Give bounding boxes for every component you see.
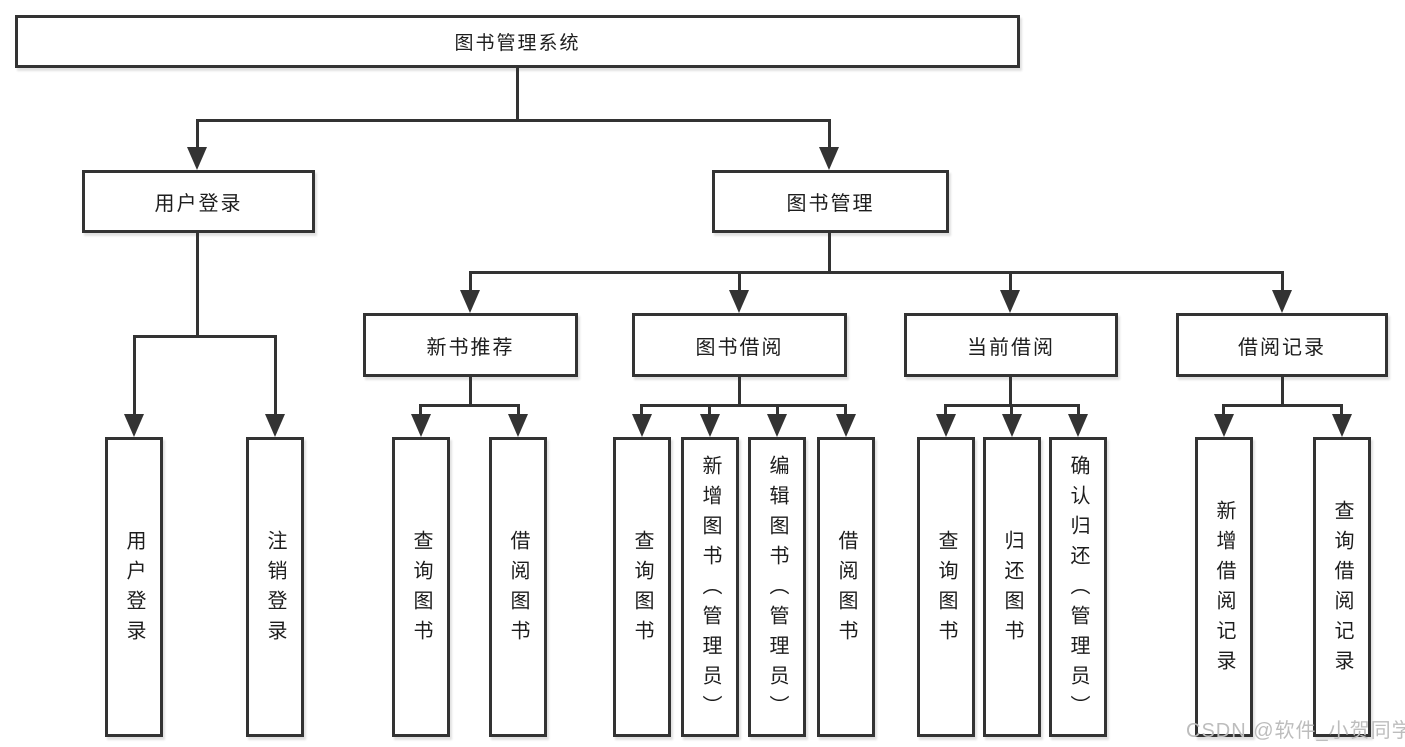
line-segment — [469, 377, 472, 406]
node-borrow-records: 借阅记录 — [1176, 313, 1388, 377]
node-user-login: 用户登录 — [82, 170, 315, 233]
leaf-user-login-label: 用户登录 — [123, 530, 145, 650]
line-segment — [828, 119, 831, 150]
arrowhead-down-icon — [1000, 290, 1020, 313]
line-segment — [640, 404, 847, 407]
arrowhead-down-icon — [1068, 414, 1088, 437]
line-segment — [1222, 404, 1225, 416]
leaf-borrow-books-2-label: 借阅图书 — [835, 530, 857, 650]
leaf-query-books-1-label: 查询图书 — [410, 530, 432, 650]
node-book-borrow-label: 图书借阅 — [695, 336, 784, 359]
line-segment — [844, 404, 847, 416]
line-segment — [419, 404, 520, 407]
leaf-confirm-return-admin: 确认归还（管理员） — [1049, 437, 1107, 737]
leaf-return-book: 归还图书 — [983, 437, 1041, 737]
arrowhead-down-icon — [836, 414, 856, 437]
leaf-add-borrow-record-label: 新增借阅记录 — [1213, 500, 1235, 680]
leaf-query-borrow-record-label: 查询借阅记录 — [1331, 500, 1353, 680]
leaf-edit-book-admin: 编辑图书（管理员） — [748, 437, 806, 737]
line-segment — [133, 335, 277, 338]
leaf-logout-label: 注销登录 — [264, 530, 286, 650]
line-segment — [738, 271, 741, 292]
arrowhead-down-icon — [124, 414, 144, 437]
arrowhead-down-icon — [411, 414, 431, 437]
line-segment — [516, 67, 519, 121]
line-segment — [738, 377, 741, 406]
node-book-borrow: 图书借阅 — [632, 313, 847, 377]
arrowhead-down-icon — [508, 414, 528, 437]
arrowhead-down-icon — [460, 290, 480, 313]
arrowhead-down-icon — [265, 414, 285, 437]
arrowhead-down-icon — [729, 290, 749, 313]
leaf-query-books-2: 查询图书 — [613, 437, 671, 737]
node-current-borrow: 当前借阅 — [904, 313, 1118, 377]
csdn-watermark: CSDN @软件_小贺同学 — [1186, 720, 1405, 742]
line-segment — [274, 335, 277, 416]
node-borrow-records-label: 借阅记录 — [1238, 336, 1326, 359]
line-segment — [1222, 404, 1343, 407]
leaf-query-borrow-record: 查询借阅记录 — [1313, 437, 1371, 737]
leaf-borrow-books-2: 借阅图书 — [817, 437, 875, 737]
node-current-borrow-label: 当前借阅 — [967, 336, 1055, 359]
line-segment — [776, 404, 779, 416]
leaf-borrow-books-1: 借阅图书 — [489, 437, 547, 737]
line-segment — [1010, 404, 1013, 416]
line-segment — [196, 119, 831, 122]
node-root: 图书管理系统 — [15, 15, 1020, 68]
arrowhead-down-icon — [767, 414, 787, 437]
line-segment — [469, 271, 472, 292]
line-segment — [944, 404, 947, 416]
line-segment — [469, 271, 1284, 274]
leaf-borrow-books-1-label: 借阅图书 — [507, 530, 529, 650]
line-segment — [1340, 404, 1343, 416]
line-segment — [1077, 404, 1080, 416]
line-segment — [640, 404, 643, 416]
leaf-user-login: 用户登录 — [105, 437, 163, 737]
leaf-query-books-1: 查询图书 — [392, 437, 450, 737]
arrowhead-down-icon — [700, 414, 720, 437]
leaf-query-books-2-label: 查询图书 — [631, 530, 653, 650]
line-segment — [419, 404, 422, 416]
arrowhead-down-icon — [1002, 414, 1022, 437]
arrowhead-down-icon — [1272, 290, 1292, 313]
node-new-book-recommend: 新书推荐 — [363, 313, 578, 377]
line-segment — [517, 404, 520, 416]
leaf-logout: 注销登录 — [246, 437, 304, 737]
node-book-management: 图书管理 — [712, 170, 949, 233]
line-segment — [828, 232, 831, 273]
line-segment — [196, 119, 199, 150]
leaf-query-books-3: 查询图书 — [917, 437, 975, 737]
line-segment — [1281, 377, 1284, 406]
arrowhead-down-icon — [936, 414, 956, 437]
line-segment — [1009, 271, 1012, 292]
leaf-return-book-label: 归还图书 — [1001, 530, 1023, 650]
arrowhead-down-icon — [187, 147, 207, 170]
line-segment — [196, 232, 199, 337]
arrowhead-down-icon — [1332, 414, 1352, 437]
leaf-confirm-return-admin-label: 确认归还（管理员） — [1067, 455, 1089, 725]
line-segment — [1281, 271, 1284, 292]
node-root-label: 图书管理系统 — [454, 33, 581, 54]
node-book-management-label: 图书管理 — [786, 193, 875, 215]
line-segment — [133, 335, 136, 416]
line-segment — [1009, 377, 1012, 406]
leaf-add-book-admin-label: 新增图书（管理员） — [699, 455, 721, 725]
node-user-login-label: 用户登录 — [154, 193, 243, 215]
arrowhead-down-icon — [819, 147, 839, 170]
arrowhead-down-icon — [632, 414, 652, 437]
node-new-book-recommend-label: 新书推荐 — [426, 336, 515, 359]
arrowhead-down-icon — [1214, 414, 1234, 437]
leaf-add-borrow-record: 新增借阅记录 — [1195, 437, 1253, 737]
leaf-edit-book-admin-label: 编辑图书（管理员） — [766, 455, 788, 725]
leaf-query-books-3-label: 查询图书 — [935, 530, 957, 650]
line-segment — [708, 404, 711, 416]
leaf-add-book-admin: 新增图书（管理员） — [681, 437, 739, 737]
